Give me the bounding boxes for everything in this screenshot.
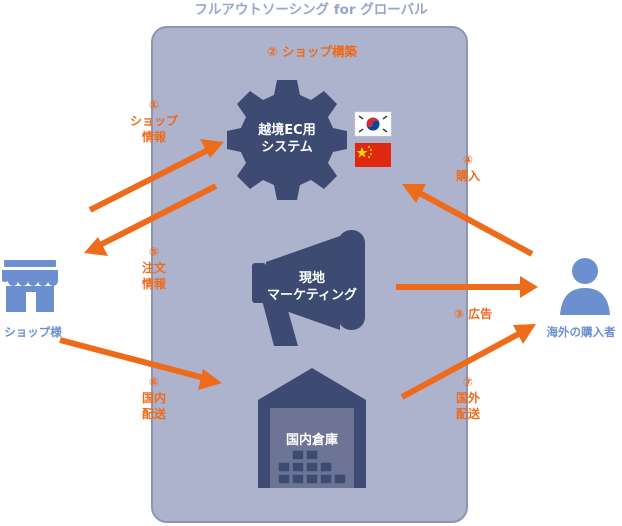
step-1-number: ①	[148, 98, 160, 112]
panel-label: ② ショップ構築	[267, 44, 357, 59]
step-3-label: ③ 広告	[453, 307, 493, 321]
buyer-actor-label: 海外の購入者	[546, 325, 616, 339]
gear-icon	[227, 80, 347, 200]
arrow-domestic-shipping	[59, 337, 222, 390]
step-7-label: ⑦ 国外 配送	[440, 374, 496, 422]
step-6-line1: 国内	[141, 391, 166, 405]
step-1-line2: 情報	[141, 130, 166, 144]
step-4-line1: 購入	[455, 169, 480, 183]
warehouse-icon	[258, 368, 366, 488]
arrow-order-info	[84, 183, 218, 256]
step-5-line2: 情報	[141, 277, 166, 291]
step-5-line1: 注文	[141, 261, 166, 275]
store-icon	[2, 260, 58, 312]
step-5-number: ⑤	[148, 245, 160, 259]
step-7-line1: 国外	[455, 391, 480, 405]
arrow-international-shipping	[400, 324, 536, 400]
china-flag-icon	[355, 143, 391, 167]
megaphone-label-line1: 現地	[298, 271, 325, 286]
warehouse-label: 国内倉庫	[285, 433, 338, 448]
step-1-line1: ショップ	[129, 114, 178, 128]
megaphone-label: 現地 マーケティング	[257, 270, 367, 304]
gear-label-line2: システム	[261, 140, 313, 155]
diagram-title: フルアウトソーシング for グローバル	[194, 2, 428, 18]
arrow-purchase	[402, 184, 534, 257]
korea-flag-icon	[354, 111, 392, 137]
step-6-line2: 配送	[141, 407, 166, 421]
arrow-shop-info	[88, 139, 224, 213]
step-4-label: ④ 購入	[448, 152, 488, 184]
step-7-number: ⑦	[462, 375, 474, 389]
megaphone-icon	[252, 230, 365, 346]
step-5-label: ⑤ 注文 情報	[126, 244, 182, 292]
megaphone-label-line2: マーケティング	[267, 288, 357, 303]
gear-label: 越境EC用 システム	[237, 122, 337, 156]
shop-actor-label: ショップ様	[4, 325, 62, 339]
buyer-person-icon	[560, 258, 610, 315]
step-7-line2: 配送	[455, 407, 480, 421]
step-1-label: ① ショップ 情報	[126, 97, 182, 145]
arrow-advertising	[396, 276, 538, 298]
gear-label-line1: 越境EC用	[258, 123, 316, 138]
step-6-number: ⑥	[148, 375, 160, 389]
step-4-number: ④	[462, 153, 474, 167]
step-6-label: ⑥ 国内 配送	[126, 374, 182, 422]
